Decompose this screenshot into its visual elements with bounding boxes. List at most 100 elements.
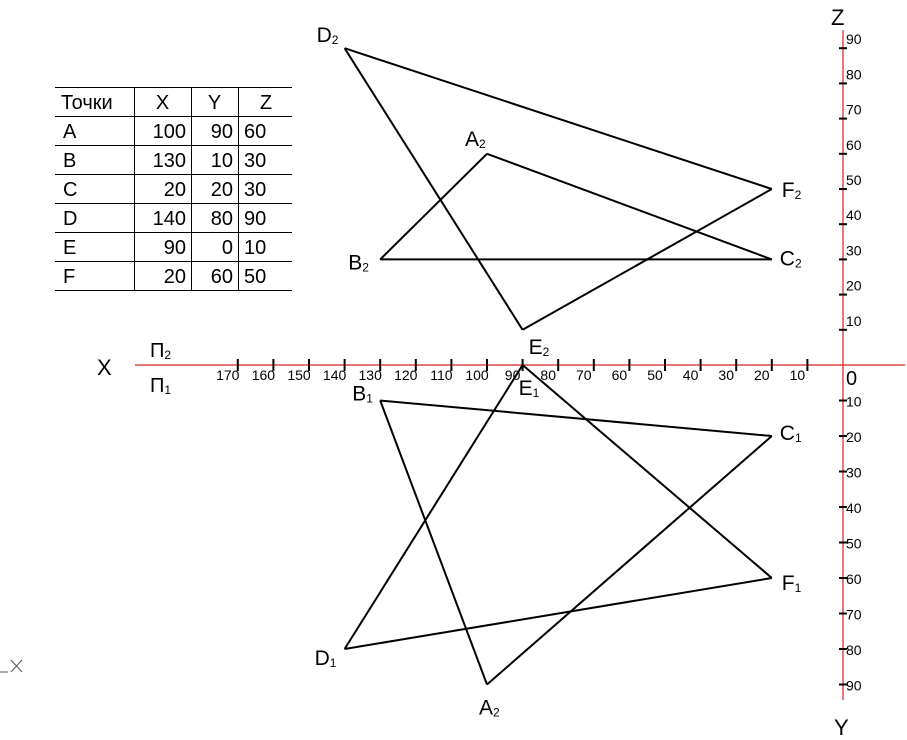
z-tick-label: 10	[846, 313, 862, 329]
frontal-edge-CA	[486, 152, 773, 261]
point-subscript: 2	[543, 345, 550, 359]
plane-p1-label: П1	[150, 375, 171, 397]
table-cell: F	[55, 261, 135, 291]
point-letter: E	[529, 336, 543, 359]
point-subscript: 1	[330, 656, 337, 670]
point-subscript: 2	[479, 137, 486, 151]
y-tick-label: 70	[846, 607, 862, 623]
point-label-F-frontal_labels: F2	[782, 179, 802, 202]
table-cell: 100	[134, 116, 192, 146]
point-label-C-frontal_labels: C2	[780, 247, 802, 270]
frontal-edge-FD	[344, 47, 773, 190]
x-tick-label: 100	[465, 367, 489, 383]
point-label-E-frontal_labels: E2	[529, 336, 550, 359]
point-letter: A	[465, 128, 479, 151]
table-cell: 80	[191, 203, 239, 233]
point-letter: D	[317, 24, 332, 47]
table-cell: 20	[191, 174, 239, 204]
plane-p1-letter: П	[150, 375, 164, 397]
x-tick-label: 10	[790, 367, 806, 383]
z-tick-label: 70	[846, 102, 862, 118]
x-tick-label: 140	[323, 367, 347, 383]
table-cell: 50	[238, 261, 292, 291]
table-cell: 10	[191, 145, 239, 175]
point-subscript: 2	[795, 188, 802, 202]
point-label-F-horizontal_labels: F1	[782, 572, 802, 595]
x-tick-label: 160	[252, 367, 276, 383]
horizontal-edge-BC	[380, 399, 772, 437]
table-cell: 20	[134, 174, 192, 204]
table-cell: 30	[238, 145, 292, 175]
x-tick-label: 90	[505, 367, 521, 383]
y-tick-label: 90	[846, 678, 862, 694]
table-cell: D	[55, 203, 135, 233]
frontal-edge-EF	[522, 188, 773, 331]
table-cell: 90	[134, 232, 192, 262]
point-letter: F	[782, 179, 795, 202]
x-tick-label: 30	[718, 367, 734, 383]
z-axis-label: Z	[831, 5, 844, 30]
z-tick-label: 30	[846, 242, 862, 258]
x-tick-label: 50	[647, 367, 663, 383]
table-cell: 60	[238, 116, 292, 146]
point-label-A-frontal_labels: A2	[465, 128, 486, 151]
horizontal-edge-DE	[343, 364, 524, 650]
point-subscript: 1	[795, 581, 802, 595]
plane-p1-subscript: 1	[164, 383, 171, 397]
table-cell: B	[55, 145, 135, 175]
table-cell: A	[55, 116, 135, 146]
point-label-C-horizontal_labels: C1	[780, 422, 802, 445]
x-axis-label: X	[97, 355, 112, 380]
origin-label: 0	[846, 368, 857, 390]
z-tick-label: 60	[846, 137, 862, 153]
z-tick-label: 40	[846, 207, 862, 223]
y-tick-label: 30	[846, 465, 862, 481]
point-subscript: 2	[493, 706, 500, 720]
table-cell: 90	[238, 203, 292, 233]
point-label-A-horizontal_labels: A2	[479, 697, 500, 720]
x-tick-label: 120	[394, 367, 418, 383]
ucs-cross-icon	[0, 659, 23, 673]
y-tick-label: 60	[846, 571, 862, 587]
x-tick-label: 170	[216, 367, 240, 383]
point-subscript: 1	[366, 392, 373, 406]
point-label-D-frontal_labels: D2	[317, 24, 339, 47]
table-header-cell: Y	[191, 87, 239, 117]
frontal-edge-AB	[379, 153, 488, 261]
point-label-E-horizontal_labels: E1	[519, 377, 540, 400]
point-letter: C	[780, 422, 795, 445]
plane-p2-subscript: 2	[164, 348, 171, 362]
horizontal-edge-FD	[344, 577, 772, 650]
y-axis-label: Y	[834, 715, 849, 740]
y-tick-label: 80	[846, 642, 862, 658]
point-subscript: 2	[795, 256, 802, 270]
y-tick-label: 10	[846, 394, 862, 410]
x-tick-label: 80	[540, 367, 556, 383]
point-label-B-frontal_labels: B2	[348, 251, 369, 274]
z-tick-label: 90	[846, 31, 862, 47]
y-tick-label: 20	[846, 429, 862, 445]
table-cell: 30	[238, 174, 292, 204]
point-subscript: 1	[533, 386, 540, 400]
x-tick-label: 20	[754, 367, 770, 383]
table-cell: 10	[238, 232, 292, 262]
x-tick-label: 130	[359, 367, 383, 383]
point-letter: B	[348, 251, 362, 274]
point-letter: C	[780, 247, 795, 270]
point-letter: F	[782, 572, 795, 595]
point-subscript: 2	[332, 33, 339, 47]
table-cell: 60	[191, 261, 239, 291]
horizontal-projection-edges	[343, 364, 773, 686]
point-subscript: 2	[362, 260, 369, 274]
point-letter: A	[479, 697, 493, 720]
horizontal-edge-AB	[379, 400, 488, 685]
horizontal-edge-CA	[486, 435, 773, 686]
